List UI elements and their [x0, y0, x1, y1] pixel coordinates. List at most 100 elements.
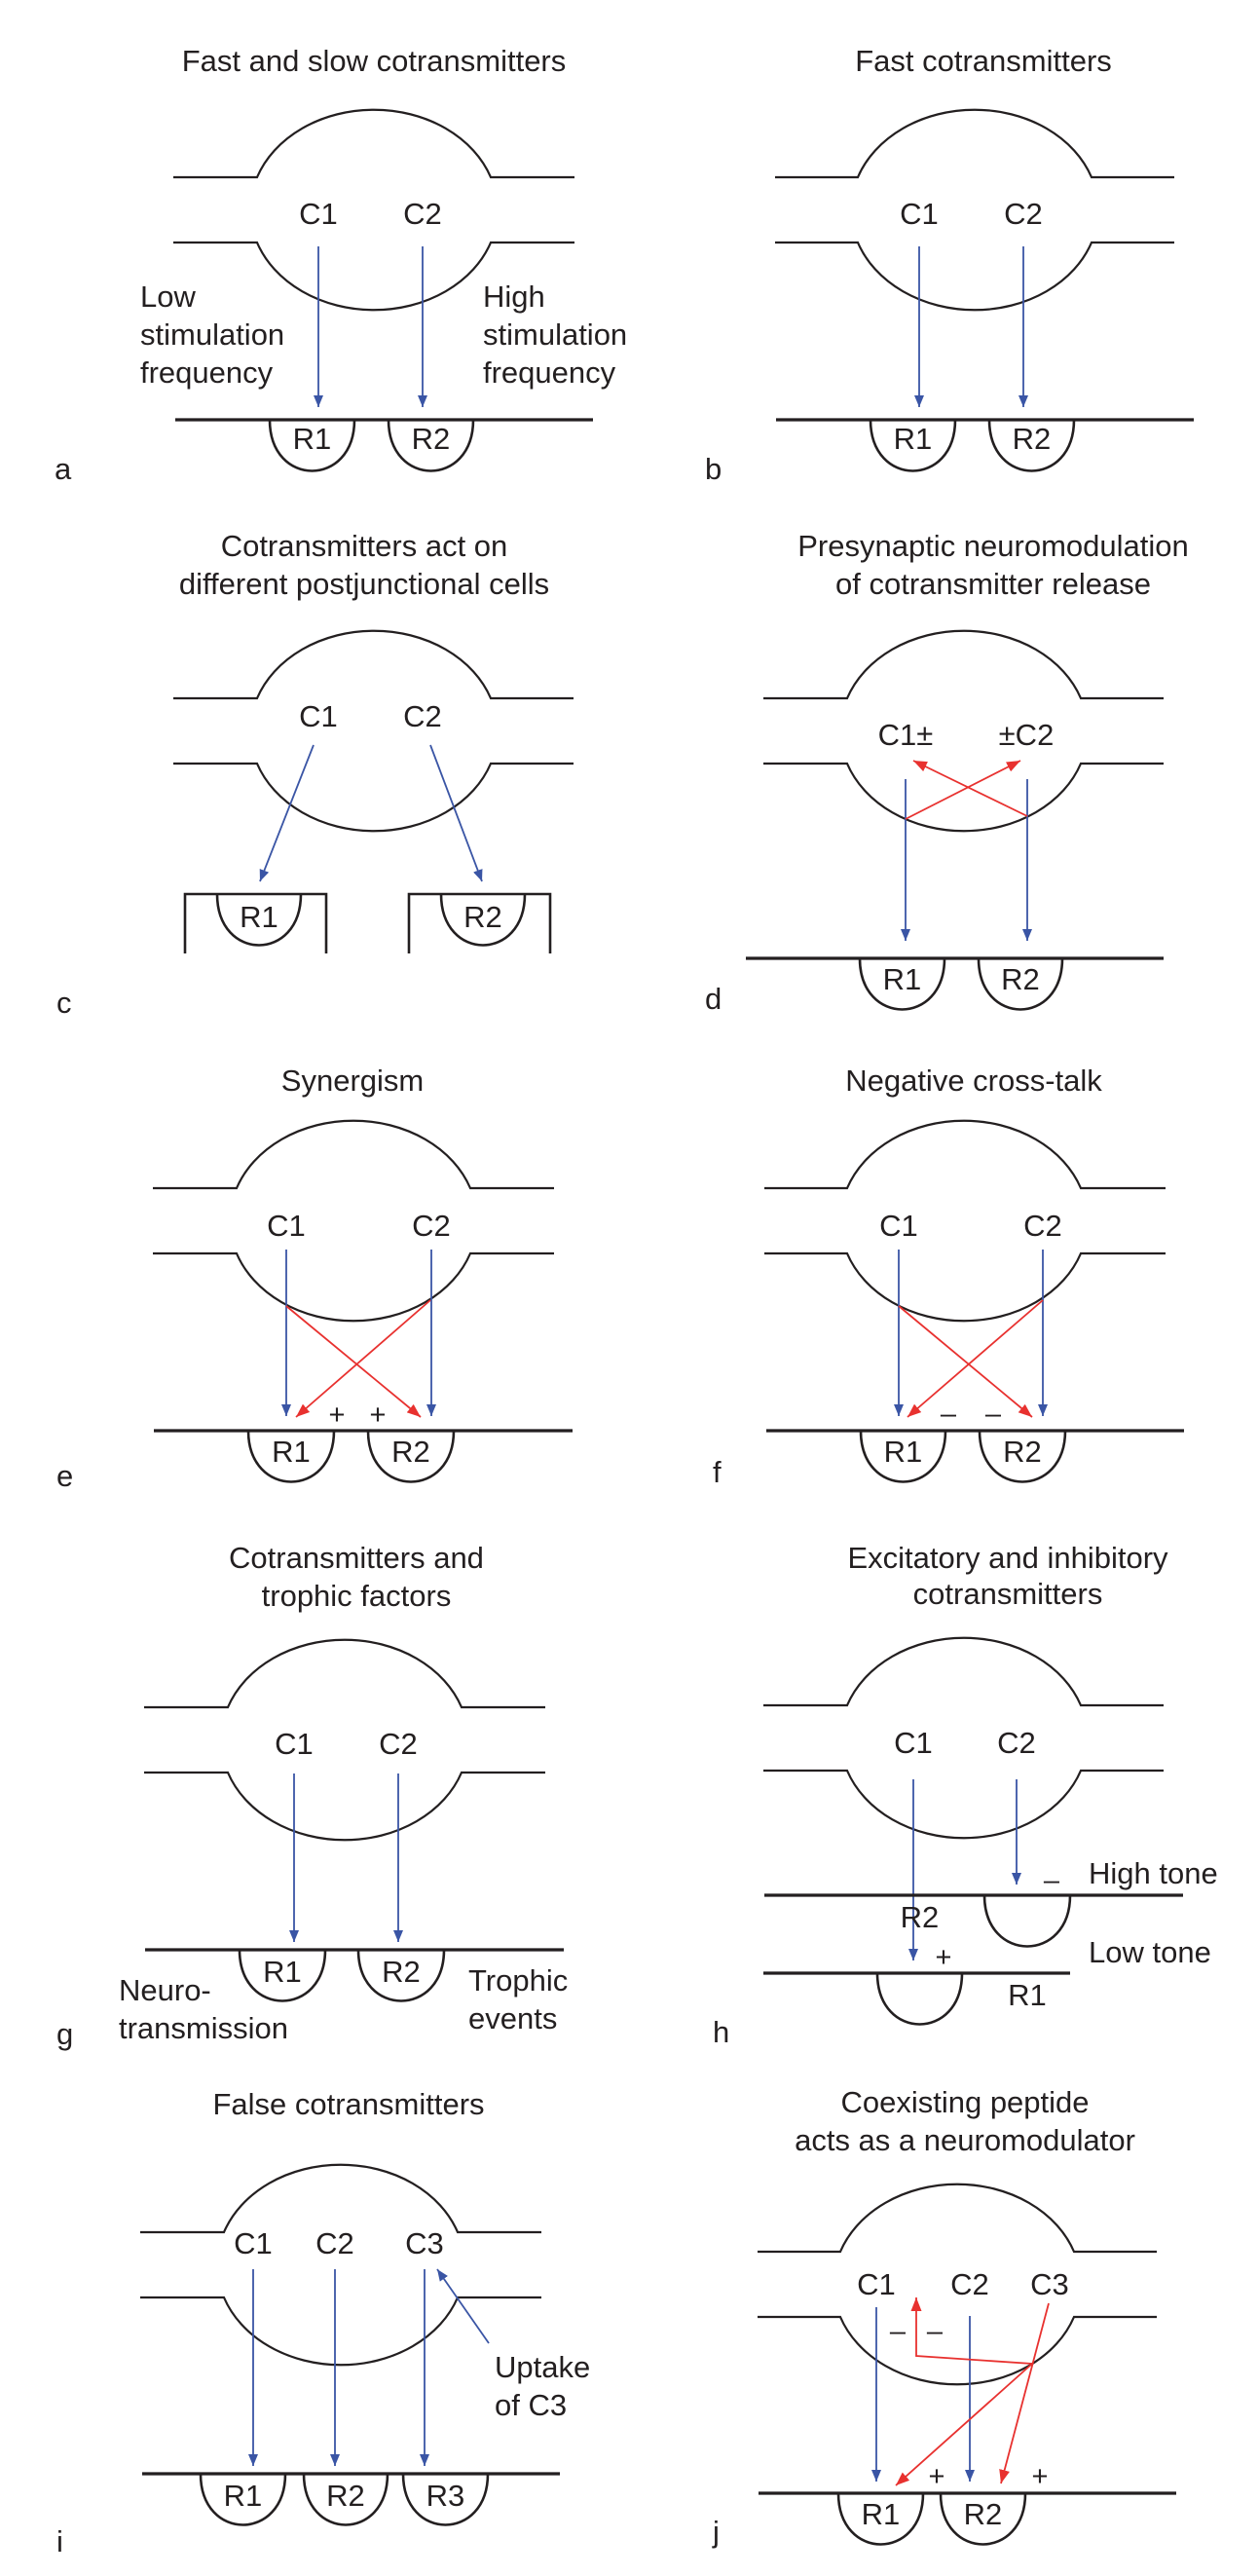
vesicle-upper-membrane: [763, 1636, 1164, 1707]
cotransmitter-label: C2: [315, 2226, 354, 2260]
receptor-label: R1: [862, 2497, 901, 2531]
vesicle-lower-membrane: [764, 1251, 1166, 1323]
vesicle-upper-membrane: [763, 629, 1164, 700]
cotransmitter-label: C1: [234, 2226, 273, 2260]
cotransmitter-label: C2: [403, 699, 442, 733]
receptor-label: R2: [1003, 1435, 1042, 1469]
receptor-label: R2: [901, 1900, 940, 1934]
annotation-text: Neuro-: [119, 1973, 211, 2007]
annotation-text: High tone: [1089, 1856, 1218, 1890]
effect-sign: –: [890, 2316, 907, 2347]
panel-title: Cotransmitters and: [229, 1541, 484, 1575]
panel-letter: b: [705, 452, 722, 486]
receptor-label: R2: [412, 422, 451, 456]
effect-sign: +: [936, 1942, 952, 1973]
receptor-cup: [387, 419, 475, 472]
panel-letter: c: [56, 986, 72, 1020]
receptor-cup: [859, 1430, 947, 1483]
receptor-cup: [939, 2492, 1027, 2546]
receptor-cup: [215, 893, 303, 947]
vesicle-lower-membrane: [140, 2296, 541, 2367]
annotation-text: frequency: [483, 355, 616, 390]
modulation-arrow: [295, 1299, 431, 1418]
receptor-label: R1: [240, 900, 278, 934]
cotransmitter-label: C1: [900, 197, 939, 231]
receptor-label: R2: [1013, 422, 1052, 456]
vesicle-lower-membrane: [144, 1771, 545, 1842]
receptor-cup: [356, 1949, 446, 2002]
vesicle-upper-membrane: [758, 2183, 1157, 2254]
annotation-text: events: [468, 2001, 557, 2035]
panel-title: different postjunctional cells: [179, 567, 549, 601]
panel-letter: d: [705, 982, 722, 1016]
effect-sign: –: [985, 1399, 1002, 1430]
cotransmitter-label: C1: [267, 1209, 306, 1243]
cotransmitter-label: C1±: [878, 718, 934, 752]
receptor-cup: [982, 1894, 1072, 1948]
vesicle-lower-membrane: [775, 241, 1174, 312]
cotransmitter-label: C2: [412, 1209, 451, 1243]
panel-title: Fast cotransmitters: [855, 44, 1112, 78]
effect-sign: –: [1044, 1865, 1060, 1896]
vesicle-upper-membrane: [173, 629, 574, 700]
annotation-text: Uptake: [495, 2350, 590, 2384]
modulation-arrow: [905, 760, 1021, 820]
receptor-cup: [268, 419, 356, 472]
presynaptic-inhibition-arrow: [910, 2297, 1033, 2365]
receptor-label: R1: [894, 422, 933, 456]
receptor-label: R2: [463, 900, 502, 934]
effect-sign: +: [929, 2461, 945, 2492]
receptor-label: R1: [224, 2479, 263, 2513]
vesicle-upper-membrane: [775, 108, 1174, 179]
panel-letter: e: [56, 1459, 73, 1493]
panel-title: Cotransmitters act on: [221, 529, 508, 563]
cotransmitter-label: C1: [275, 1727, 314, 1761]
receptor-label: R1: [883, 962, 922, 996]
receptor-label: R2: [964, 2497, 1003, 2531]
receptor-cup: [836, 2492, 925, 2546]
cotransmitter-label: C2: [997, 1726, 1036, 1760]
receptor-cup: [869, 419, 957, 472]
cotransmitter-label: C3: [405, 2226, 444, 2260]
cotransmitter-label: C1: [879, 1209, 918, 1243]
postjunctional-cell: [407, 892, 552, 953]
cotransmitter-label: C2: [379, 1727, 418, 1761]
vesicle-upper-membrane: [153, 1119, 554, 1190]
receptor-label: R2: [1001, 962, 1040, 996]
receptor-cup: [858, 957, 946, 1011]
cotransmitter-label: C2: [1023, 1209, 1062, 1243]
receptor-cup: [199, 2473, 287, 2526]
panel-title: cotransmitters: [913, 1577, 1103, 1611]
panel-title: Negative cross-talk: [845, 1064, 1102, 1098]
receptor-label: R2: [326, 2479, 365, 2513]
modulation-arrow: [898, 1305, 1033, 1418]
transmitter-arrow: [429, 744, 483, 882]
receptor-cup: [977, 957, 1064, 1011]
effect-sign: +: [329, 1400, 346, 1431]
effect-sign: +: [370, 1400, 387, 1431]
panel-h: Excitatory and inhibitorycotransmittersC…: [713, 1541, 1218, 2049]
cotransmitter-label: C3: [1030, 2267, 1069, 2301]
cotransmitter-label: C2: [950, 2267, 989, 2301]
panel-letter: i: [56, 2524, 63, 2558]
panel-letter: j: [712, 2515, 720, 2549]
panel-title: of cotransmitter release: [835, 567, 1151, 601]
annotation-text: High: [483, 280, 545, 314]
panel-title: Excitatory and inhibitory: [847, 1541, 1168, 1575]
receptor-label: R2: [391, 1435, 430, 1469]
receptor-label: R1: [263, 1955, 302, 1989]
receptor-label: R1: [272, 1435, 311, 1469]
panel-title: trophic factors: [262, 1579, 452, 1613]
vesicle-upper-membrane: [144, 1638, 545, 1709]
vesicle-upper-membrane: [173, 108, 574, 179]
vesicle-lower-membrane: [173, 241, 574, 312]
panel-title: Coexisting peptide: [840, 2085, 1089, 2119]
receptor-cup: [366, 1430, 456, 1483]
transmitter-arrow: [259, 744, 315, 882]
receptor-label: R1: [884, 1435, 923, 1469]
